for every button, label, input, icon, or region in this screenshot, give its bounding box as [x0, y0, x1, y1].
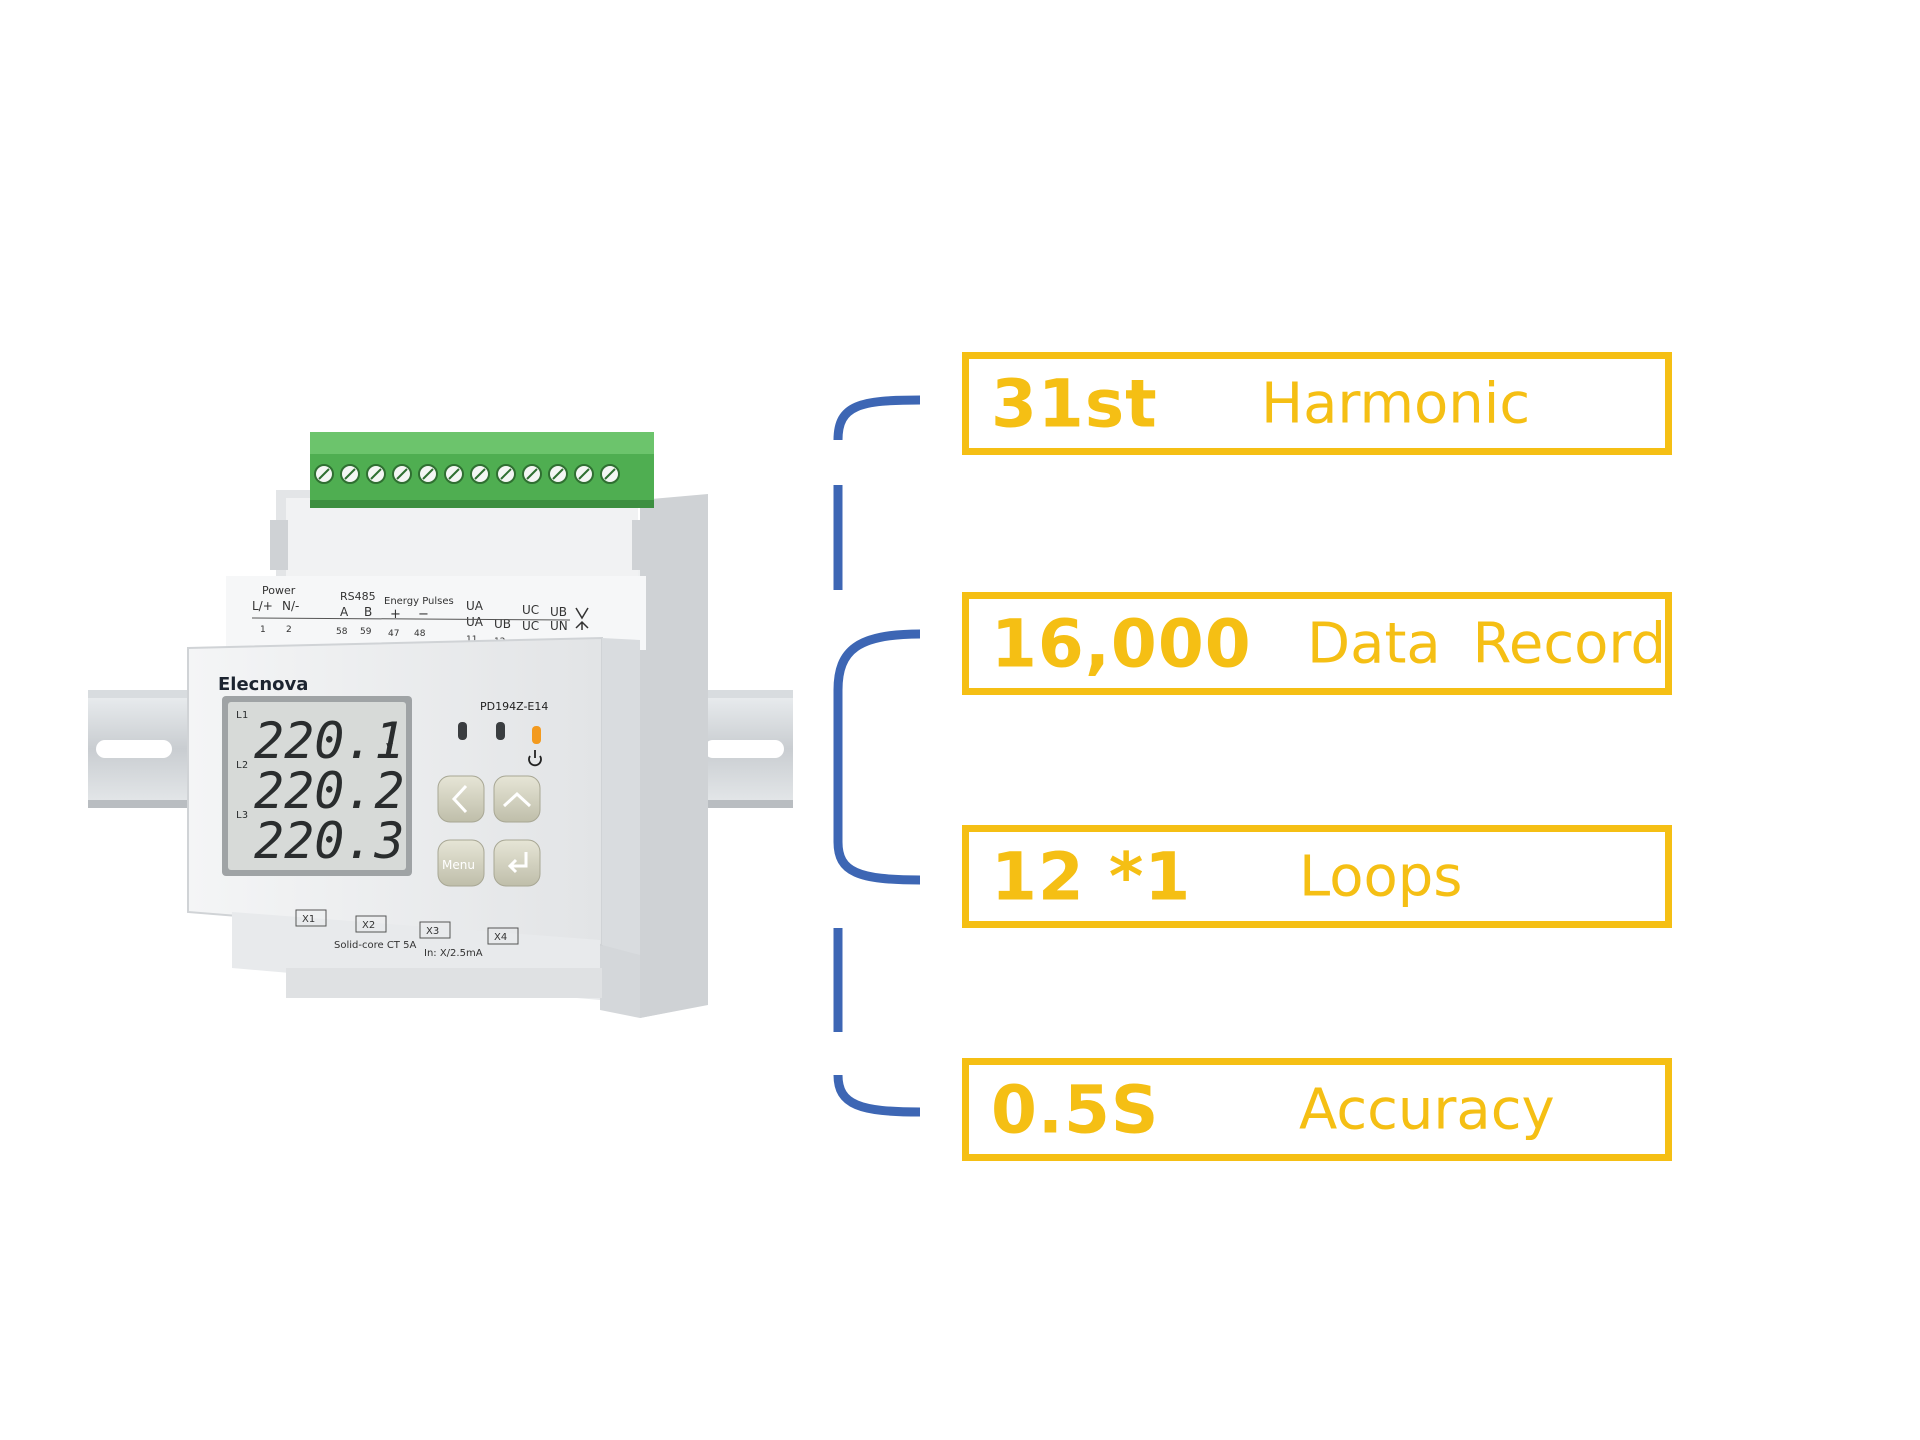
feature-data-record-value: 16,000: [991, 605, 1252, 682]
feature-harmonic-label: Harmonic: [1261, 371, 1531, 436]
terminal-label-plate: Power L/+ N/- RS485 A B Energy Pulses + …: [226, 576, 646, 650]
rail-slot-left: [96, 740, 172, 758]
label-energy-pulses: Energy Pulses: [384, 596, 454, 607]
label-minus: −: [418, 607, 429, 622]
feature-data-record-label: Data Record: [1307, 611, 1666, 676]
feature-harmonic-value: 31st: [991, 365, 1158, 442]
label-11: 11: [466, 635, 477, 645]
label-x2: X2: [362, 920, 375, 931]
label-a: A: [340, 605, 349, 619]
menu-button-label: Menu: [442, 858, 475, 872]
label-b: B: [364, 605, 372, 619]
label-uc: UC: [522, 619, 539, 633]
label-x3: X3: [426, 926, 439, 937]
wye-symbol-icon: [575, 607, 589, 630]
lcd-l3-label: L3: [236, 810, 248, 821]
feature-loops: 12 *1 Loops: [962, 825, 1672, 928]
label-ua: UA: [466, 615, 484, 629]
front-panel: Elecnova PD194Z-E14 L1 L2 L3 220.1 220.2…: [187, 636, 640, 955]
bracket-top: [833, 395, 921, 441]
screw-slot: [448, 468, 460, 480]
screw-slot: [396, 468, 408, 480]
model-label: PD194Z-E14: [480, 700, 548, 713]
label-ua-top: UA: [466, 599, 484, 613]
screw-slot: [500, 468, 512, 480]
indicator-led-2: [496, 722, 505, 740]
power-icon: [528, 750, 542, 767]
bracket-middle: [833, 629, 921, 885]
terminal-block: [310, 432, 654, 508]
feature-harmonic: 31st Harmonic: [962, 352, 1672, 455]
label-un: UN: [550, 619, 568, 633]
label-ub: UB: [494, 617, 511, 631]
label-47: 47: [388, 629, 399, 639]
label-48: 48: [414, 629, 426, 639]
brand-logo: Elecnova: [218, 674, 308, 695]
label-x4: X4: [494, 932, 507, 943]
label-ub-top: UB: [550, 605, 567, 619]
chevron-left-icon: [451, 784, 468, 814]
lcd-l2-value: 220.2: [254, 762, 405, 820]
screw-slot: [344, 468, 356, 480]
lcd-l1-label: L1: [236, 710, 248, 721]
label-in: In: X/2.5mA: [424, 948, 483, 959]
menu-button[interactable]: Menu: [437, 839, 485, 887]
feature-loops-value: 12 *1: [991, 838, 1192, 915]
feature-loops-label: Loops: [1299, 844, 1463, 909]
screw-slot: [318, 468, 330, 480]
screw-slot: [370, 468, 382, 480]
bottom-housing: X1 X2 X3 X4 Solid-core CT 5A In: X/2.5mA: [232, 909, 602, 1000]
bracket-connectors: [833, 395, 921, 1117]
screw-slot: [604, 468, 616, 480]
label-59: 59: [360, 627, 372, 637]
rail-slot-right: [704, 740, 784, 758]
label-power: Power: [262, 584, 296, 597]
screw-slot: [474, 468, 486, 480]
feature-data-record: 16,000 Data Record: [962, 592, 1672, 695]
label-2: 2: [286, 625, 292, 635]
enter-icon: [507, 852, 528, 874]
screw-slot: [552, 468, 564, 480]
feature-accuracy-value: 0.5S: [991, 1071, 1160, 1148]
label-n-minus: N/-: [282, 599, 299, 613]
lcd-l2-label: L2: [236, 760, 248, 771]
label-l-plus: L/+: [252, 599, 273, 613]
bracket-bottom: [833, 1074, 921, 1117]
label-58: 58: [336, 627, 348, 637]
label-rs485: RS485: [340, 590, 376, 603]
product-illustration: Power L/+ N/- RS485 A B Energy Pulses + …: [88, 395, 921, 1117]
chevron-up-icon: [502, 791, 532, 808]
button-left[interactable]: [437, 775, 485, 823]
label-1: 1: [260, 625, 266, 635]
label-plus: +: [390, 607, 401, 622]
label-x1: X1: [302, 914, 315, 925]
screw-slot: [578, 468, 590, 480]
button-up[interactable]: [493, 775, 541, 823]
power-led: [532, 726, 541, 744]
feature-accuracy: 0.5S Accuracy: [962, 1058, 1672, 1161]
label-uc-top: UC: [522, 603, 539, 617]
screw-slot: [526, 468, 538, 480]
lcd-l1-value: 220.1: [254, 712, 405, 770]
lcd-l3-value: 220.3: [254, 812, 405, 870]
label-ct: Solid-core CT 5A: [334, 940, 416, 951]
lcd-screen: [228, 702, 406, 870]
indicator-led-1: [458, 722, 467, 740]
feature-accuracy-label: Accuracy: [1299, 1077, 1555, 1142]
enter-button[interactable]: [493, 839, 541, 887]
screw-slot: [422, 468, 434, 480]
lcd-unit: V: [386, 741, 393, 755]
